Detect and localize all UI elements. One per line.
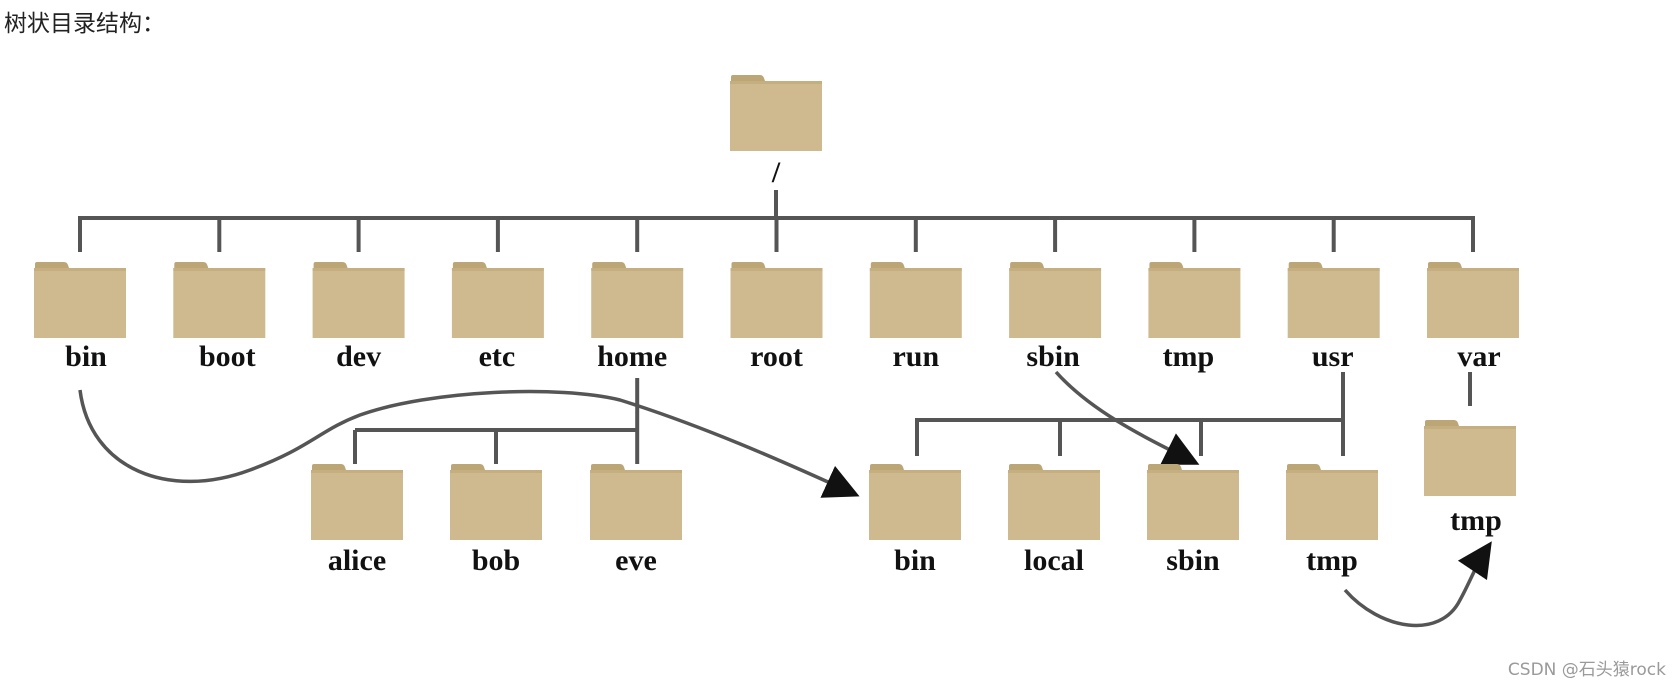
folder-icon [1147,470,1239,540]
folder-tmp: tmp [1148,262,1241,373]
folder-icon [1424,426,1516,496]
folder-icon [869,470,961,540]
folder-label: tmp [1163,340,1215,373]
folder-rim [1286,470,1378,473]
folder-label: usr [1312,340,1354,373]
tree-connector-lines [78,190,1475,464]
folder-icon [1008,470,1100,540]
folder-label: bob [472,544,520,577]
folder-label: run [892,340,939,373]
folder-label: / [771,156,781,189]
folder-run: run [869,262,962,373]
folder-icon [1427,268,1519,338]
folder-home-eve: eve [590,464,682,577]
folder-var: var [1427,262,1519,373]
page-heading: 树状目录结构： [4,11,165,37]
folder-usr-tmp: tmp [1286,464,1378,577]
folder-sbin: sbin [1009,262,1102,373]
folder-label: tmp [1450,504,1502,537]
folder-icon [451,268,544,338]
folder-rim [590,470,682,473]
folder-label: dev [336,340,381,373]
folder-label: etc [479,340,516,373]
folder-icon [311,470,403,540]
folder-rim [451,268,544,271]
folder-rim [869,268,962,271]
folder-icon [173,268,266,338]
folder-root: root [730,262,823,373]
folder-label: local [1024,544,1084,577]
folder-rim [311,470,403,473]
folder-home-bob: bob [450,464,542,577]
watermark: CSDN @石头猿rock [1507,660,1666,680]
folder-icon [34,268,126,338]
folder-label: tmp [1306,544,1358,577]
folder-dev: dev [312,262,405,373]
folder-usr-local: local [1008,464,1100,577]
folder-rim [34,268,126,271]
folder-rim [591,268,684,271]
folder-boot: boot [173,262,266,373]
folder-home-alice: alice [311,464,403,577]
symlink-arrow-usr-tmp-to-var-tmp [1343,541,1492,628]
folder-icon [590,470,682,540]
folder-rim [730,81,822,84]
folder-rim [1424,426,1516,429]
folder-label: eve [615,544,657,577]
folder-icon [1148,268,1241,338]
folder-nodes: / bin boot dev etc home root run sbin tmp usr var al… [34,75,1519,577]
folder-rim [1147,470,1239,473]
folder-icon [730,81,822,151]
folder-icon [1009,268,1102,338]
folder-root: / [730,75,822,189]
folder-var-tmp: tmp [1424,420,1516,537]
symlink-arrow-bin-to-usr-bin [78,389,860,498]
symlink-arrows [78,370,1492,628]
folder-bin: bin [34,262,126,373]
folder-label: sbin [1026,340,1080,373]
folder-home: home [591,262,684,373]
folder-label: home [597,340,667,373]
folder-icon [591,268,684,338]
folder-icon [730,268,823,338]
folder-label: bin [65,340,107,373]
folder-rim [173,268,266,271]
folder-rim [869,470,961,473]
folder-icon [312,268,405,338]
folder-usr-bin: bin [869,464,961,577]
folder-icon [1287,268,1380,338]
folder-icon [869,268,962,338]
folder-label: bin [894,544,936,577]
folder-usr-sbin: sbin [1147,464,1239,577]
folder-label: var [1457,340,1500,373]
folder-label: root [750,340,803,373]
folder-rim [1427,268,1519,271]
folder-rim [312,268,405,271]
folder-label: boot [199,340,256,373]
folder-rim [1148,268,1241,271]
folder-icon [450,470,542,540]
folder-usr: usr [1287,262,1380,373]
folder-rim [1009,268,1102,271]
folder-rim [730,268,823,271]
folder-etc: etc [451,262,544,373]
folder-rim [1287,268,1380,271]
folder-rim [1008,470,1100,473]
folder-rim [450,470,542,473]
folder-label: alice [328,544,386,577]
folder-icon [1286,470,1378,540]
symlink-arrow-sbin-to-usr-sbin [1054,370,1200,465]
folder-label: sbin [1166,544,1220,577]
